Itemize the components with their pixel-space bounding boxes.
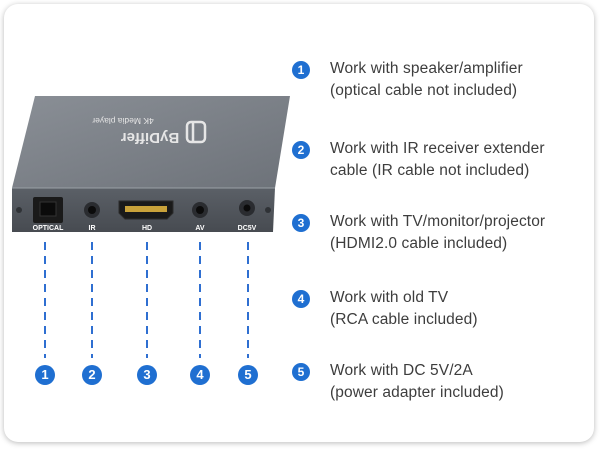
feature-4-line2: (RCA cable included)	[330, 311, 478, 328]
feature-number-4-icon: 4	[292, 290, 310, 308]
brand-logo-icon	[185, 120, 207, 144]
feature-4-line1: Work with old TV	[330, 289, 449, 306]
feature-1-line1: Work with speaker/amplifier	[330, 60, 523, 77]
feature-number-3-icon: 3	[292, 214, 310, 232]
hdmi-port: HD	[118, 200, 174, 232]
dc-port: DC5V	[238, 200, 257, 232]
screw-right-icon	[265, 207, 271, 213]
marker-1-icon: 1	[35, 365, 55, 385]
brand-subtitle: 4K Media player	[92, 116, 154, 126]
brand-name: ByDiffer	[121, 129, 180, 146]
feature-number-5-icon: 5	[292, 363, 310, 381]
port-label-ir: IR	[89, 225, 96, 232]
feature-5-line2: (power adapter included)	[330, 384, 504, 401]
port-label-optical: OPTICAL	[33, 225, 64, 232]
port-label-hdmi: HD	[142, 225, 152, 232]
feature-number-2-icon: 2	[292, 141, 310, 159]
feature-2-line2: cable (IR cable not included)	[330, 162, 530, 179]
feature-number-1-icon: 1	[292, 61, 310, 79]
av-port: AV	[192, 202, 208, 232]
feature-3-line1: Work with TV/monitor/projector	[330, 213, 546, 230]
marker-5-icon: 5	[238, 365, 258, 385]
marker-2-icon: 2	[82, 365, 102, 385]
ir-port: IR	[84, 202, 100, 232]
port-label-av: AV	[195, 225, 205, 232]
screw-left-icon	[16, 207, 22, 213]
optical-port: OPTICAL	[33, 197, 64, 232]
feature-text-1: Work with speaker/amplifier (optical cab…	[330, 58, 592, 102]
connector-lines	[44, 242, 249, 358]
device-top-face	[12, 96, 290, 188]
feature-2-line1: Work with IR receiver extender	[330, 140, 545, 157]
feature-1-line2: (optical cable not included)	[330, 82, 518, 99]
feature-text-4: Work with old TV (RCA cable included)	[330, 287, 592, 331]
feature-3-line2: (HDMI2.0 cable included)	[330, 235, 508, 252]
feature-text-2: Work with IR receiver extender cable (IR…	[330, 138, 592, 182]
port-label-dc: DC5V	[238, 225, 257, 232]
marker-3-icon: 3	[137, 365, 157, 385]
feature-text-5: Work with DC 5V/2A (power adapter includ…	[330, 360, 592, 404]
marker-4-icon: 4	[190, 365, 210, 385]
feature-5-line1: Work with DC 5V/2A	[330, 362, 473, 379]
feature-text-3: Work with TV/monitor/projector (HDMI2.0 …	[330, 211, 592, 255]
